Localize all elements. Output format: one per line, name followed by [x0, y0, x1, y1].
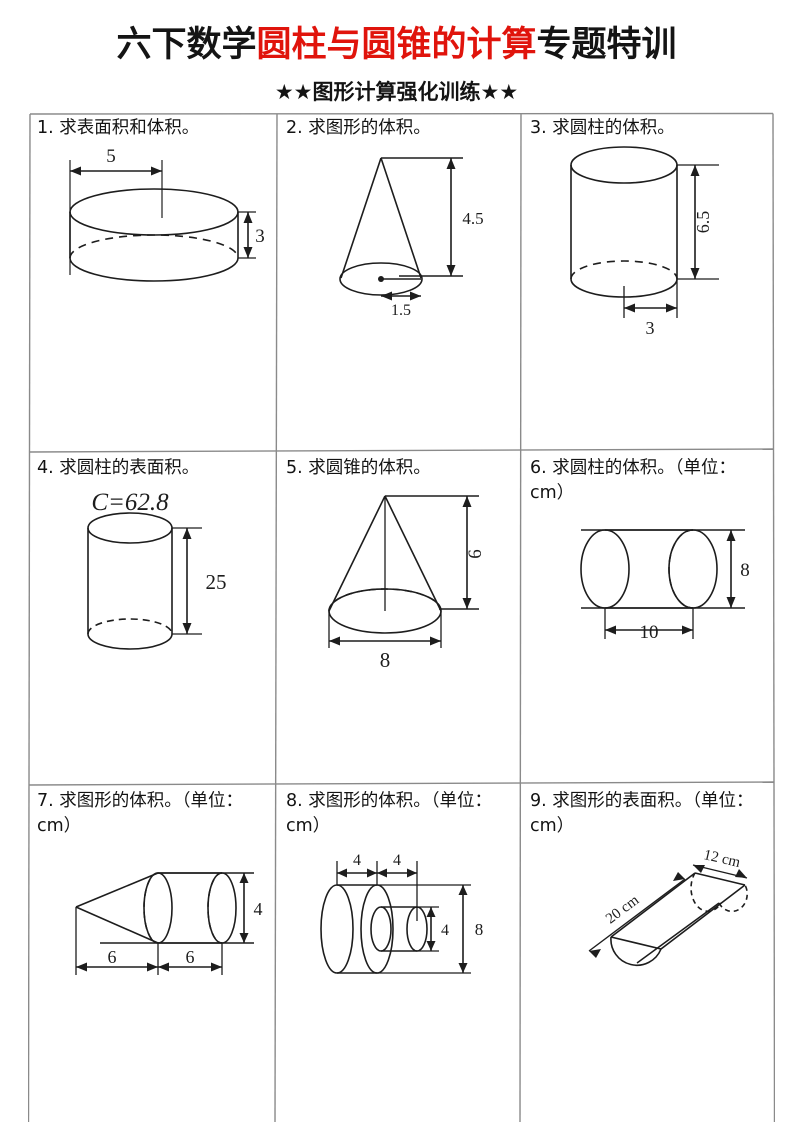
title-segment-highlighted: 圆柱与圆锥的计算: [256, 25, 537, 65]
label-length-6: 10: [640, 622, 659, 643]
problem-cell-7: 7. 求图形的体积。（单位：cm）: [28, 785, 277, 1122]
figure-horizontal-cylinder: 8 10: [545, 514, 770, 654]
problem-prompt-6: 6. 求圆柱的体积。（单位：cm）: [530, 458, 737, 503]
label-small-diameter-8: 4: [441, 922, 449, 939]
problem-cell-2: 2. 求图形的体积。: [277, 112, 521, 452]
worksheet-header: 六下数学圆柱与圆锥的计算专题特训 ★★图形计算强化训练★★: [0, 0, 793, 106]
label-circumference-4: C=62.8: [91, 489, 169, 516]
problem-cell-1: 1. 求表面积和体积。: [28, 112, 277, 452]
figure-flat-cylinder: 5 3: [44, 140, 264, 325]
problem-grid: 1. 求表面积和体积。: [28, 112, 775, 1122]
label-height-5: 6: [465, 549, 486, 559]
problem-prompt-5: 5. 求圆锥的体积。: [286, 458, 431, 478]
grid-lines: [28, 112, 775, 1122]
label-big-length-8: 4: [353, 852, 361, 869]
problem-cell-4: 4. 求圆柱的表面积。: [28, 452, 277, 785]
label-diameter-6: 8: [740, 560, 750, 581]
figure-tall-cylinder: C=62.8 25: [68, 476, 268, 671]
problem-cell-9: 9. 求图形的表面积。（单位：cm）: [521, 785, 775, 1122]
label-small-length-8: 4: [393, 852, 401, 869]
problem-prompt-4: 4. 求圆柱的表面积。: [37, 458, 200, 478]
title-segment-plain-start: 六下数学: [116, 25, 257, 65]
label-height-4: 25: [206, 570, 227, 594]
label-diameter-7: 4: [254, 899, 263, 919]
label-diameter-5: 8: [380, 648, 391, 672]
label-width-9: 12 cm: [702, 847, 742, 871]
label-height-3: 6.5: [693, 211, 713, 234]
label-cone-length-7: 6: [108, 947, 117, 967]
figure-stacked-cylinders: 4 4 4 8: [311, 851, 516, 986]
problem-cell-5: 5. 求圆锥的体积。: [277, 452, 521, 785]
problem-prompt-8: 8. 求图形的体积。（单位：cm）: [286, 791, 493, 836]
page-subtitle: ★★图形计算强化训练★★: [274, 80, 519, 104]
title-segment-plain-end: 专题特训: [536, 25, 677, 65]
label-length-9: 20 cm: [603, 892, 643, 927]
label-cylinder-length-7: 6: [186, 947, 195, 967]
figure-half-cylinder-trough: 20 cm 12 cm: [569, 845, 769, 985]
figure-upright-cylinder: 6.5 3: [561, 138, 766, 338]
problem-prompt-2: 2. 求图形的体积。: [286, 118, 431, 138]
figure-cone-plus-cylinder: 4 6 6: [54, 857, 274, 982]
problem-cell-3: 3. 求圆柱的体积。: [521, 112, 775, 452]
label-height-1: 3: [255, 226, 264, 247]
label-radius-1: 5: [106, 146, 116, 167]
problem-prompt-9: 9. 求图形的表面积。（单位：cm）: [530, 791, 754, 836]
problem-prompt-1: 1. 求表面积和体积。: [37, 118, 200, 138]
figure-cone: 4.5 1.5: [291, 138, 516, 333]
problem-cell-8: 8. 求图形的体积。（单位：cm）: [277, 785, 521, 1122]
label-height-2: 4.5: [462, 209, 483, 228]
figure-wide-cone: 6 8: [299, 478, 514, 673]
label-radius-2: 1.5: [391, 302, 411, 319]
page-title: 六下数学圆柱与圆锥的计算专题特训: [0, 0, 793, 67]
label-radius-3: 3: [646, 318, 655, 338]
label-big-diameter-8: 8: [475, 920, 484, 939]
problem-prompt-3: 3. 求圆柱的体积。: [530, 118, 675, 138]
problem-cell-6: 6. 求圆柱的体积。（单位：cm）: [521, 452, 775, 785]
problem-prompt-7: 7. 求图形的体积。（单位：cm）: [37, 791, 244, 836]
